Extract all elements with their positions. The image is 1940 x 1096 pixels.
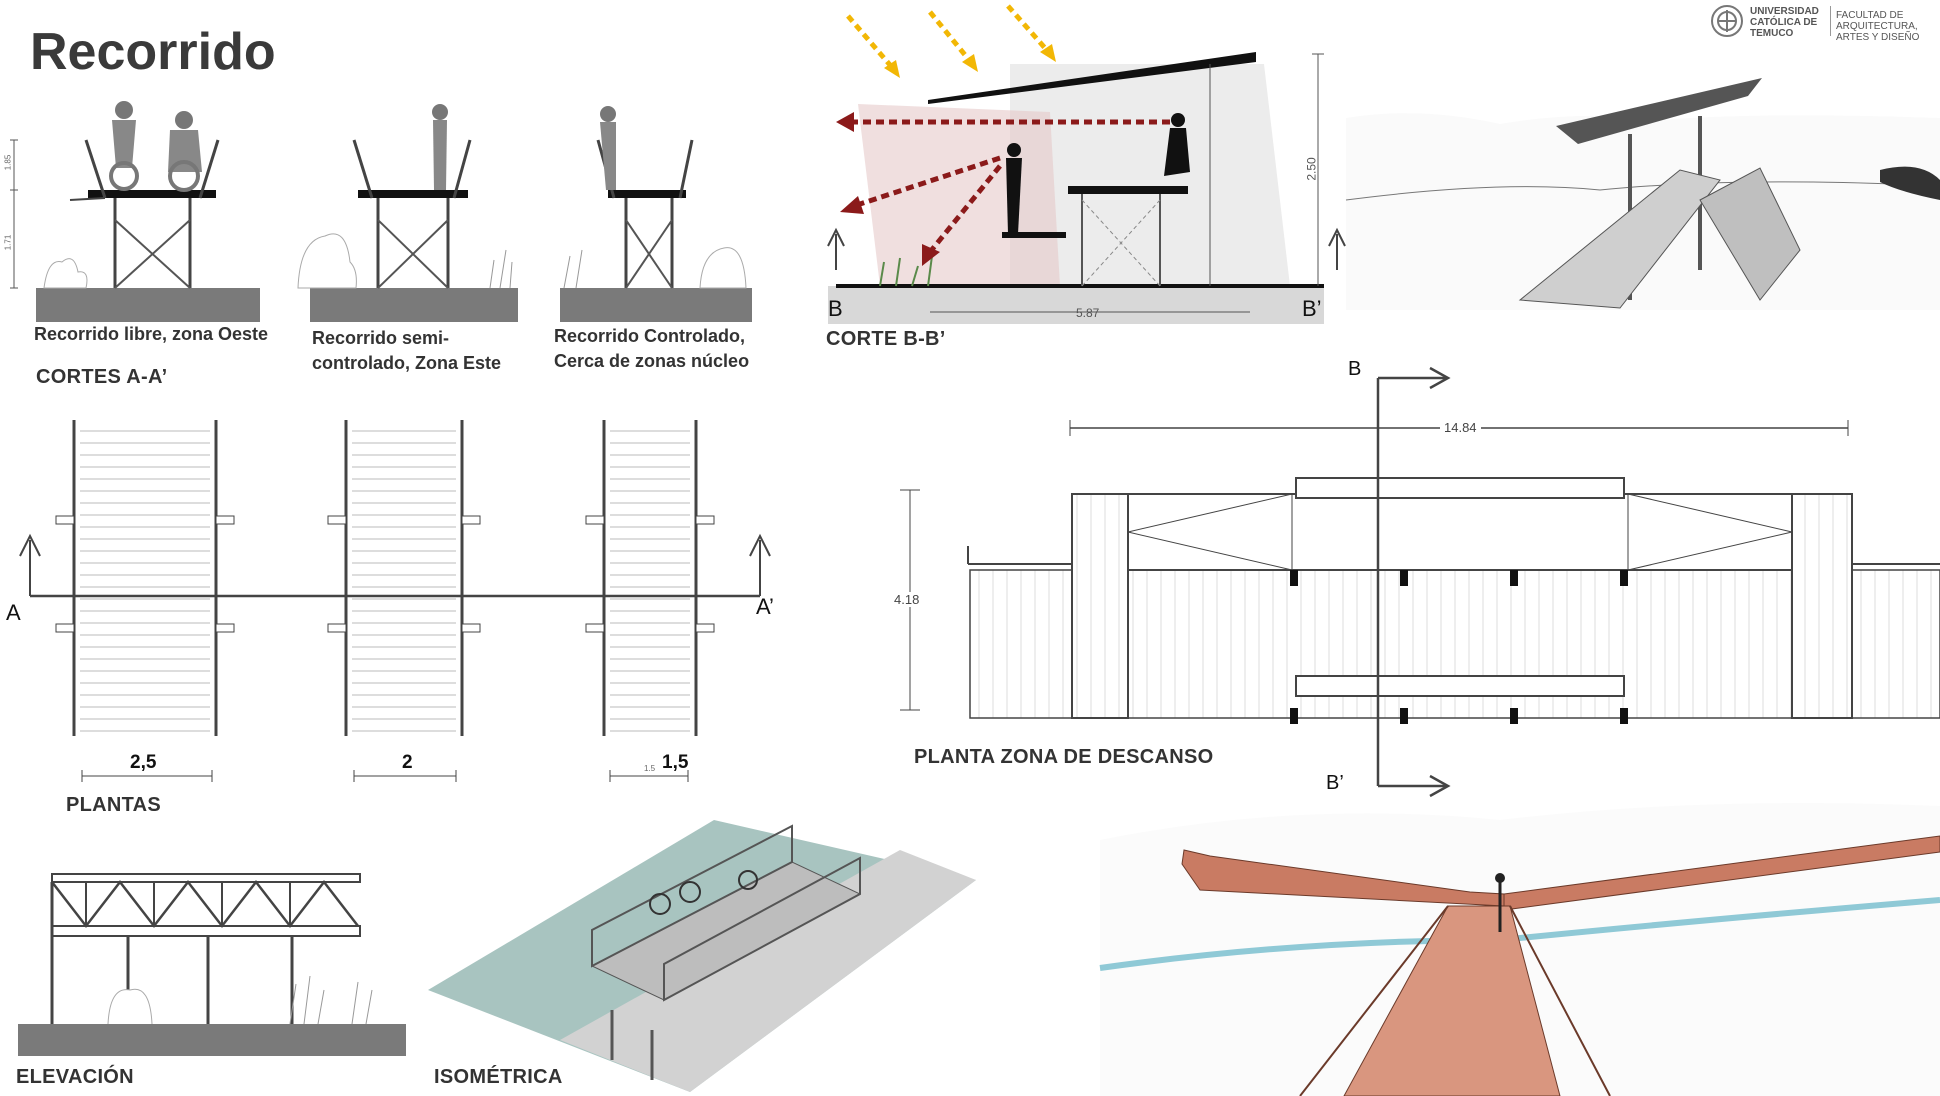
seal-icon [1711, 5, 1743, 37]
section-bb-height-dim: 2.50 [1304, 157, 1319, 181]
plan-walkway-1 [55, 420, 235, 782]
section-bb-width-dim: 5.87 [1076, 306, 1100, 320]
width-dim-small: 1.5 [644, 764, 656, 773]
section-bb-mark-b: B [828, 296, 843, 321]
rest-plan-depth-dim: 4.18 [894, 592, 920, 607]
section-aa-3 [560, 106, 752, 322]
cortes-aa-label: CORTES A-A’ [36, 366, 168, 388]
caption-section-3: Recorrido Controlado, Cerca de zonas núc… [554, 326, 750, 371]
isometric-drawing [428, 820, 976, 1092]
width-dim-3: 1,5 [662, 752, 689, 773]
width-dim-2: 2 [402, 752, 413, 773]
cut-mark-a: A [6, 600, 21, 625]
rest-area-plan [900, 366, 1940, 798]
small-dim-lower: 1.71 [3, 234, 13, 251]
elevation-drawing [18, 873, 406, 1056]
sun-arrows [846, 4, 1056, 78]
section-bb-drawing [827, 52, 1346, 324]
corte-bb-label: CORTE B-B’ [826, 328, 946, 350]
caption-section-2: Recorrido semi-controlado, Zona Este [312, 328, 502, 373]
planta-descanso-label: PLANTA ZONA DE DESCANSO [914, 746, 1214, 768]
university-logo: UNIVERSIDAD CATÓLICA DE TEMUCO FACULTAD … [1710, 4, 1940, 43]
plantas-label: PLANTAS [66, 794, 162, 816]
cut-mark-a-prime: A’ [756, 594, 774, 619]
logo-faculty-text: FACULTAD DE ARQUITECTURA, ARTES Y DISEÑO [1836, 10, 1920, 43]
plan-walkway-2 [327, 420, 481, 782]
plan-walkway-3 [585, 420, 715, 782]
view-arrows [836, 112, 1170, 266]
logo-university-text: UNIVERSIDAD CATÓLICA DE TEMUCO [1750, 6, 1819, 39]
rest-plan-mark-b: B [1348, 358, 1362, 380]
width-dim-1: 2,5 [130, 752, 157, 773]
elevacion-label: ELEVACIÓN [16, 1066, 134, 1088]
cut-line-aa [19, 533, 771, 598]
small-dim-upper: 1.85 [3, 154, 13, 171]
section-aa-2 [297, 104, 518, 322]
rest-plan-mark-b-prime: B’ [1326, 772, 1344, 794]
section-aa-1 [10, 101, 260, 322]
isometrica-label: ISOMÉTRICA [434, 1066, 563, 1088]
page-title: Recorrido [30, 23, 276, 81]
caption-section-1: Recorrido libre, zona Oeste [34, 324, 269, 344]
perspective-sketch-top [1345, 78, 1940, 310]
perspective-sketch-bottom [1099, 803, 1940, 1096]
rest-plan-length-dim: 14.84 [1440, 420, 1481, 435]
section-bb-mark-b-prime: B’ [1302, 296, 1322, 321]
